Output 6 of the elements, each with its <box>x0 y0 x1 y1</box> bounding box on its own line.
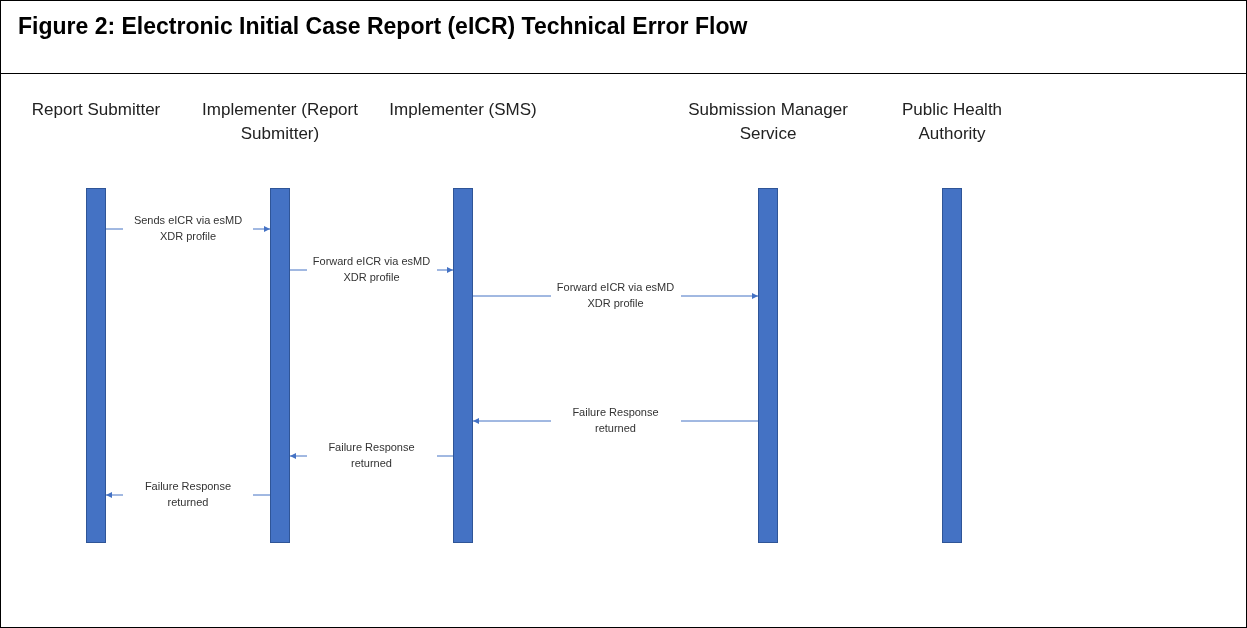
lifeline-heading: Report Submitter <box>30 99 162 121</box>
lifeline-heading: Submission Manager Service <box>687 99 849 145</box>
lifeline-heading: Public Health Authority <box>900 99 1004 145</box>
figure-title: Figure 2: Electronic Initial Case Report (eICR) Technical Error Flow <box>18 12 748 41</box>
lifeline-heading: Implementer (Report Submitter) <box>201 99 359 145</box>
lifeline-heading: Implementer (SMS) <box>388 99 538 121</box>
